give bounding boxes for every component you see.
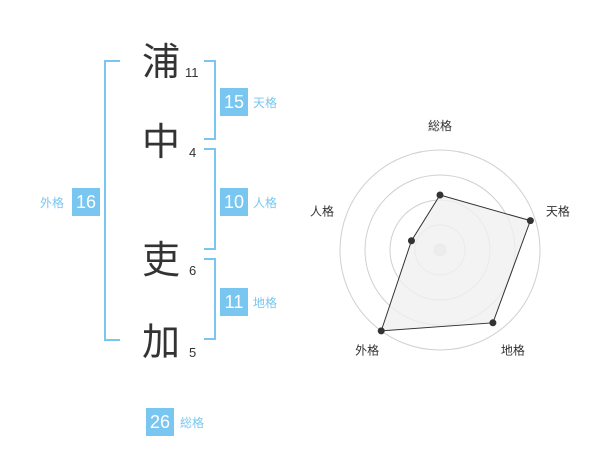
radar-axis-label: 外格 — [355, 342, 379, 357]
gaikaku-bracket-top — [104, 60, 120, 62]
gaikaku-bracket-bottom — [104, 339, 120, 341]
radar-axis-label: 人格 — [310, 204, 334, 219]
soukaku-label: 総格 — [180, 416, 205, 430]
radar-ring — [339, 149, 541, 351]
stroke-count-4: 5 — [189, 345, 197, 360]
radar-axis-label: 地格 — [501, 342, 525, 357]
soukaku-value: 26 — [146, 408, 174, 436]
gaikaku-value: 16 — [72, 188, 100, 216]
gaikaku-label: 外格 — [40, 196, 65, 210]
stroke-count-2: 4 — [189, 145, 197, 160]
chikaku-value: 11 — [220, 288, 248, 316]
jinkaku-bracket — [204, 148, 216, 250]
name-char-2: 中 — [141, 120, 180, 164]
tenkaku-bracket — [204, 60, 216, 140]
jinkaku-label: 人格 — [253, 196, 278, 210]
name-char-4: 加 — [141, 320, 180, 364]
chikaku-bracket — [204, 258, 216, 340]
radar-point — [436, 191, 444, 199]
tenkaku-value: 15 — [220, 88, 248, 116]
stroke-count-3: 6 — [189, 263, 197, 278]
radar-polygon — [380, 194, 532, 332]
name-char-1: 浦 — [141, 40, 180, 84]
jinkaku-value: 10 — [220, 188, 248, 216]
radar-point — [377, 327, 385, 335]
stroke-count-1: 11 — [185, 65, 199, 80]
chikaku-label: 地格 — [253, 296, 278, 310]
radar-axis-label: 天格 — [546, 204, 570, 219]
tenkaku-label: 天格 — [253, 96, 278, 110]
gaikaku-bracket-side — [104, 60, 106, 341]
radar-point — [489, 319, 497, 327]
radar-point — [526, 217, 534, 225]
radar-point — [407, 237, 415, 245]
radar-axis-label: 総格 — [428, 118, 452, 133]
name-char-3: 吏 — [141, 238, 180, 282]
